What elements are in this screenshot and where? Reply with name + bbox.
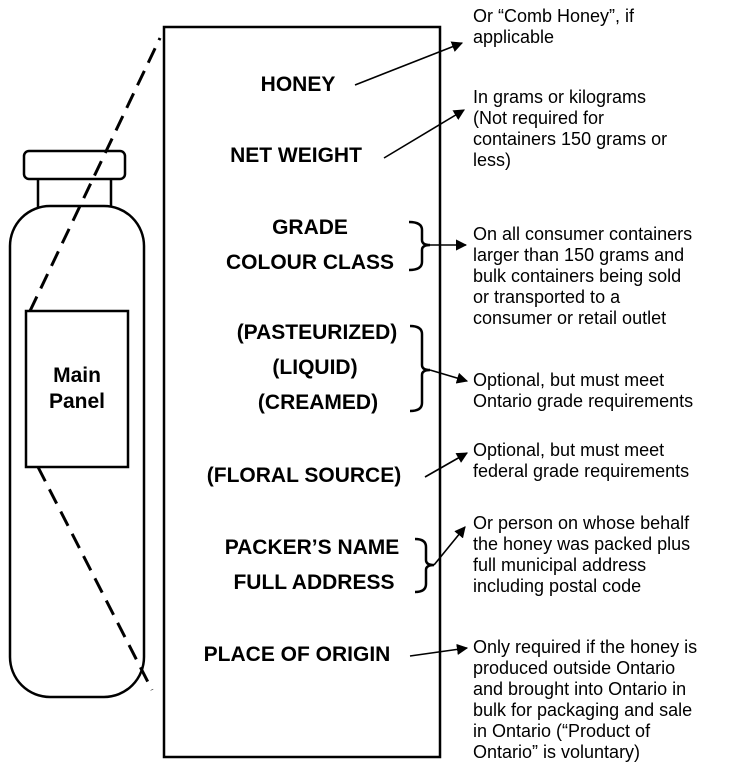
item-grade: GRADE: [272, 216, 348, 239]
note-line: In grams or kilograms: [473, 87, 646, 107]
note-line: including postal code: [473, 576, 641, 596]
item-honey: HONEY: [261, 73, 336, 96]
arrow-origin: [409, 643, 469, 657]
note-line: Or person on whose behalf: [473, 513, 690, 533]
item-net-weight: NET WEIGHT: [230, 144, 362, 167]
note-line: (Not required for: [473, 108, 604, 128]
projection-line-top: [28, 37, 162, 312]
note-line: consumer or retail outlet: [473, 308, 666, 328]
note-line: bulk containers being sold: [473, 266, 681, 286]
item-full-address: FULL ADDRESS: [233, 571, 394, 594]
item-liquid: (LIQUID): [272, 356, 357, 379]
arrow-packer: [433, 526, 466, 566]
note-line: full municipal address: [473, 555, 646, 575]
note-line: Only required if the honey is: [473, 637, 697, 657]
item-pasteurized: (PASTEURIZED): [237, 321, 398, 344]
item-creamed: (CREAMED): [258, 391, 378, 414]
brace-grade: [408, 220, 431, 272]
main-panel-label-line1: Main: [53, 364, 101, 387]
jar-body: [8, 204, 146, 699]
note-line: larger than 150 grams and: [473, 245, 684, 265]
arrow-honey: [354, 41, 464, 86]
projection-line-bottom: [36, 466, 154, 691]
item-place-of-origin: PLACE OF ORIGIN: [204, 643, 391, 666]
note-line: produced outside Ontario: [473, 658, 675, 678]
main-panel-label-line2: Panel: [49, 390, 105, 413]
arrow-floral: [424, 452, 468, 478]
item-packers-name: PACKER’S NAME: [225, 536, 400, 559]
brace-optional: [409, 324, 431, 413]
honey-jar-icon: Main Panel: [8, 149, 146, 699]
main-panel-box: [24, 309, 130, 469]
item-colour-class: COLOUR CLASS: [226, 251, 394, 274]
note-line: Optional, but must meet: [473, 370, 664, 390]
note-line: bulk for packaging and sale: [473, 700, 692, 720]
arrow-net-weight: [383, 109, 465, 159]
arrow-optional-ontario: [429, 369, 469, 384]
note-line: the honey was packed plus: [473, 534, 690, 554]
jar-neck: [36, 179, 113, 207]
jar-lid: [22, 149, 127, 181]
note-line: Optional, but must meet: [473, 440, 664, 460]
note-net-weight: In grams or kilograms(Not required forco…: [473, 87, 667, 170]
note-line: Or “Comb Honey”, if: [473, 6, 635, 26]
note-line: Ontario” is voluntary): [473, 742, 640, 762]
note-line: in Ontario (“Product of: [473, 721, 651, 741]
note-line: applicable: [473, 27, 554, 47]
note-line: Ontario grade requirements: [473, 391, 693, 411]
note-line: less): [473, 150, 511, 170]
brace-packer: [414, 537, 435, 594]
note-line: and brought into Ontario in: [473, 679, 686, 699]
item-floral-source: (FLORAL SOURCE): [207, 464, 401, 487]
enlarged-panel-box: [162, 25, 442, 759]
note-line: or transported to a: [473, 287, 621, 307]
note-line: federal grade requirements: [473, 461, 689, 481]
note-line: containers 150 grams or: [473, 129, 667, 149]
note-line: On all consumer containers: [473, 224, 692, 244]
